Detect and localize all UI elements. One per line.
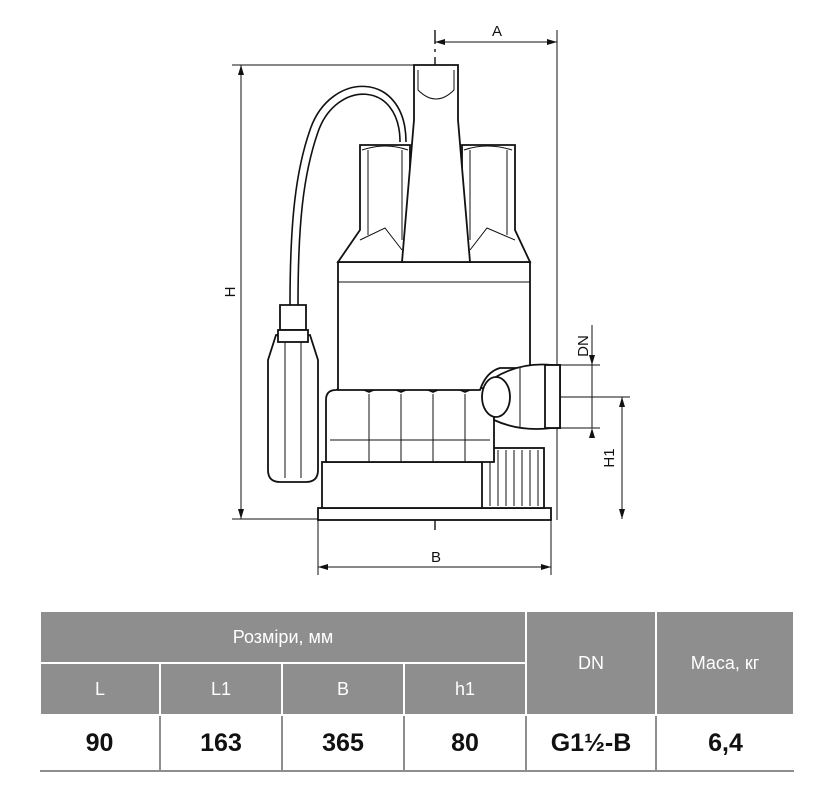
b-column-header: B xyxy=(281,662,405,716)
dimension-dn: DN xyxy=(560,325,600,438)
label-b: B xyxy=(431,549,441,566)
label-h: H xyxy=(222,287,239,298)
label-h1: H1 xyxy=(601,448,618,467)
l1-value: 163 xyxy=(159,715,283,772)
outlet-nozzle xyxy=(481,363,561,430)
table-row: 90 163 365 80 G1½-B 6,4 xyxy=(40,715,795,772)
dimension-h: H xyxy=(222,64,415,520)
b-value: 365 xyxy=(281,715,405,772)
pump-body xyxy=(267,64,561,521)
label-dn: DN xyxy=(575,335,592,357)
float-cable xyxy=(289,85,407,306)
l-column-header: L xyxy=(39,662,161,716)
dimension-b: B xyxy=(317,519,552,575)
dimension-h1: H1 xyxy=(555,396,630,519)
dimension-a: A xyxy=(435,23,558,520)
dimensions-group-header: Розміри, мм xyxy=(38,610,528,664)
dn-column-header: DN xyxy=(525,610,658,716)
pump-dimension-drawing: A H DN H1 B xyxy=(222,23,630,575)
mass-column-header: Маса, кг xyxy=(655,610,796,716)
specification-table: Розміри, мм DN Маса, кг L L1 B h1 90 163… xyxy=(38,610,796,772)
float-switch xyxy=(267,304,319,483)
dn-value: G1½-B xyxy=(525,715,658,772)
h1-column-header: h1 xyxy=(402,662,528,716)
mass-value: 6,4 xyxy=(655,715,795,772)
l1-column-header: L1 xyxy=(159,662,283,716)
h1-value: 80 xyxy=(402,715,528,772)
label-a: A xyxy=(492,23,502,40)
l-value: 90 xyxy=(40,715,161,772)
